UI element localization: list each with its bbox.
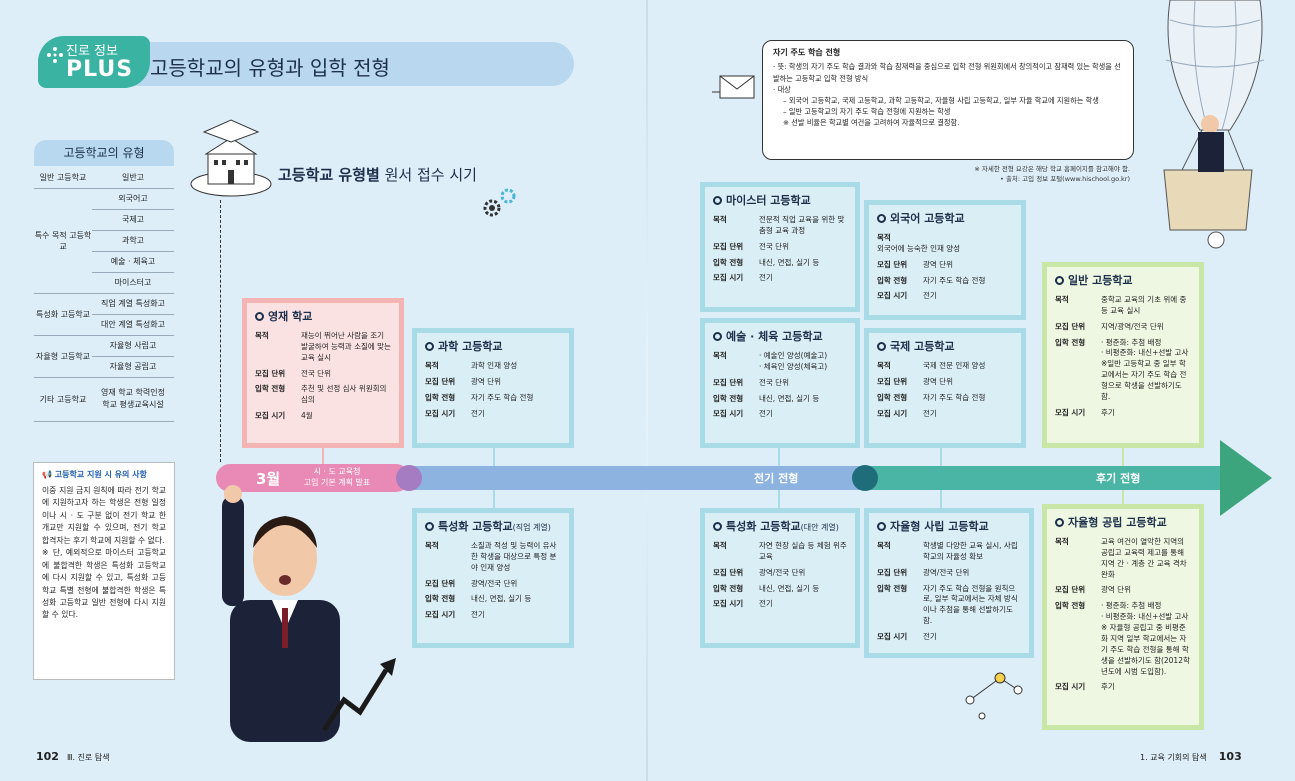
header-badge: 진로 정보 PLUS [38,36,150,88]
note-title: 📢 고등학교 지원 시 유의 사항 [42,470,147,479]
callout-target: – 일반 고등학교의 자기 주도 학습 전형에 지원하는 학생 [783,107,951,117]
envelope-icon [712,75,755,99]
card-title: 외국어 고등학교 [877,211,1013,227]
card-title: 자율형 공립 고등학교 [1055,515,1191,531]
connector [940,490,942,508]
callout-box: 자기 주도 학습 전형 · 뜻: 학생의 자기 주도 학습 결과와 학습 잠재력… [762,40,1134,160]
timeline-month-text: 시 · 도 교육청 고입 기본 계획 발표 [303,467,371,488]
card-title: 특성화 고등학교(대안 계열) [713,519,847,535]
type-sub: 마이스터고 [92,272,174,294]
source-note: ※ 자세한 전형 요강은 해당 학교 홈페이지를 참고해야 함. • 출처: 고… [974,165,1130,184]
card-title: 과학 고등학교 [425,339,561,355]
note-star: ※ 단, 예외적으로 마이스터 고등학교에 불합격한 학생은 특성화 고등학교에… [42,548,166,620]
card-arts: 예술 · 체육 고등학교 목적· 예술인 양성(예술고) · 체육인 양성(체육… [700,318,860,448]
connector [1122,448,1124,466]
connector [1122,490,1124,504]
hot-air-balloon-illustration [1163,0,1265,249]
type-sub: 예술 · 체육고 [92,251,174,273]
sparkle-icon [47,47,63,63]
timeline-arrow [1220,440,1272,516]
note-box: 📢 고등학교 지원 시 유의 사항 이중 지원 금지 원칙에 따라 전기 학교에… [33,462,175,680]
connector [493,448,495,466]
megaphone-icon: 📢 [42,470,55,479]
connector [322,448,324,466]
timeline-early-label: 전기 전형 [754,472,799,485]
section-title: 고등학교 유형별 원서 접수 시기 [278,166,477,184]
type-cat-autonomous: 자율형 고등학교 [34,335,92,378]
school-cloud-icon [190,119,272,197]
connector [778,490,780,508]
type-sub: 일반고 [92,167,174,189]
type-cat-other: 기타 고등학교 [34,377,92,422]
card-title: 국제 고등학교 [877,339,1013,355]
card-title: 일반 고등학교 [1055,273,1191,289]
callout-target-label: · 대상 [773,84,791,94]
connector [940,448,942,466]
timeline-late-bar [860,466,1236,490]
arrow-up-icon [321,658,396,732]
timeline-start-bar [216,464,410,492]
dashed-line [220,200,221,462]
callout-target: ※ 선발 비율은 학교별 여건을 고려하여 자율적으로 결정함. [783,118,960,128]
card-title: 마이스터 고등학교 [713,193,847,209]
page-gutter [646,0,648,781]
type-sub: 대안 계열 특성화고 [92,314,174,336]
type-cat-specialized: 특성화 고등학교 [34,293,92,336]
callout-title: 자기 주도 학습 전형 [773,48,841,57]
type-sub: 과학고 [92,230,174,252]
student-illustration [222,485,340,742]
timeline-dot [852,465,878,491]
type-cat-special: 특수 목적 고등학교 [34,188,92,294]
timeline-early-bar [398,466,864,490]
connector [778,448,780,466]
types-table-title: 고등학교의 유형 [34,140,174,166]
type-sub: 국제고 [92,209,174,231]
timeline-late-label: 후기 전형 [1096,472,1141,485]
type-sub: 직업 계열 특성화고 [92,293,174,315]
callout-target: – 외국어 고등학교, 국제 고등학교, 과학 고등학교, 자율형 사립 고등학… [783,95,1099,105]
type-sub: 자율형 사립고 [92,335,174,357]
type-sub: 자율형 공립고 [92,356,174,378]
header-bar [112,42,574,86]
timeline-month: 3월 [256,470,281,488]
badge-small: 진로 정보 [66,44,118,59]
gear-icon [483,188,516,217]
card-title: 예술 · 체육 고등학교 [713,329,847,345]
type-sub: 영재 학교 학력인정학교 평생교육시설 [92,377,174,422]
type-cat-general: 일반 고등학교 [34,167,92,189]
page-title: 고등학교의 유형과 입학 전형 [150,56,390,80]
card-title: 특성화 고등학교(직업 계열) [425,519,561,535]
callout-meaning: · 뜻: 학생의 자기 주도 학습 결과와 학습 잠재력을 중심으로 입학 전형… [773,62,1121,83]
card-title: 영재 학교 [255,309,391,325]
card-title: 자율형 사립 고등학교 [877,519,1021,535]
connector [493,490,495,508]
note-body: 이중 지원 금지 원칙에 따라 전기 학교에 지원하고자 하는 학생은 전형 일… [42,485,166,545]
timeline-dot [396,465,422,491]
type-sub: 외국어고 [92,188,174,210]
molecule-icon [965,672,1023,720]
badge-big: PLUS [66,57,134,82]
